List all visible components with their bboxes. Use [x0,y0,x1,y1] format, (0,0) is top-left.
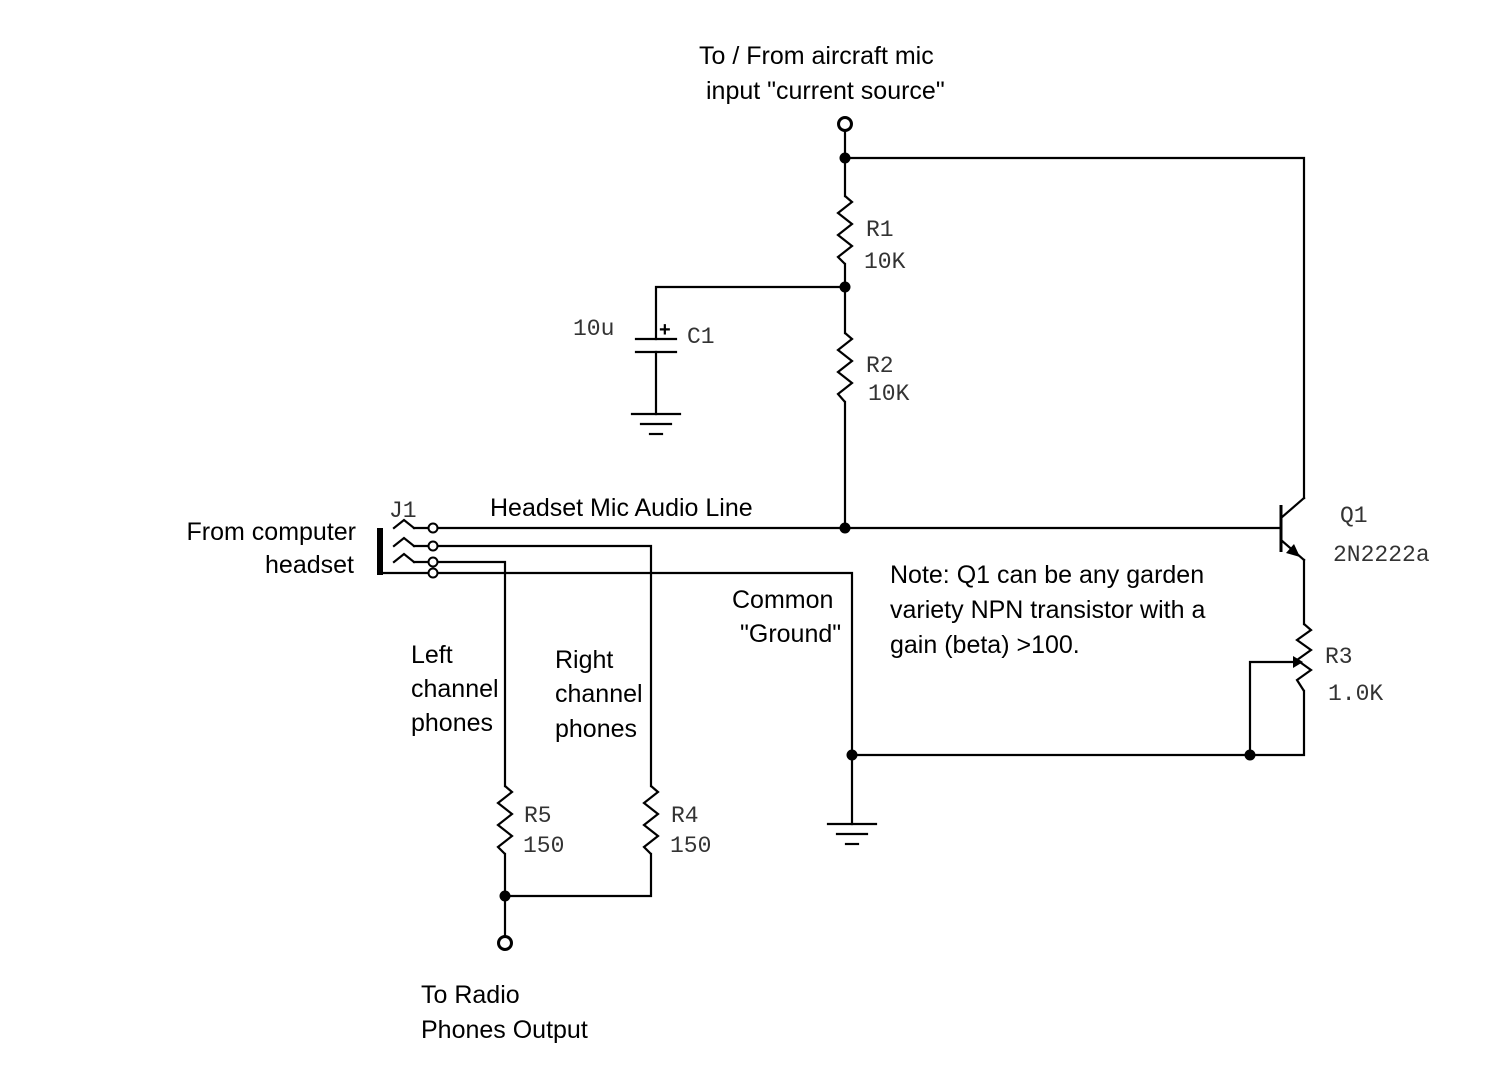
output-label: Phones Output [421,1016,588,1044]
note-text: gain (beta) >100. [890,631,1080,659]
junction-dot [1244,749,1256,761]
wire-left-channel [435,560,507,788]
resistor-r5 [496,785,514,855]
r5-value-label: 150 [523,833,564,859]
wires [435,129,1306,938]
junction-dot [839,281,851,293]
c1-polarity-mark: + [659,319,671,341]
left-channel-label: channel [411,675,499,703]
jack-ring-terminal [427,540,439,552]
r4-ref-label: R4 [671,803,699,829]
c1-ref-label: C1 [687,324,715,350]
radio-phones-output-terminal [497,935,513,951]
jack-ring2-terminal [427,556,439,568]
note-text: variety NPN transistor with a [890,596,1205,624]
r3-wiper-arrow-icon [1293,656,1303,668]
resistor-r1 [836,195,854,265]
capacitor-c1: + [634,319,678,354]
common-ground-label: "Ground" [740,620,841,648]
input-label: input "current source" [706,77,945,105]
junction-dot [839,522,851,534]
input-label: To / From aircraft mic [699,42,934,70]
wire-top-rail [843,156,1306,500]
wire-r3-wiper [1248,660,1299,757]
left-channel-label: Left [411,641,453,669]
right-channel-label: Right [555,646,613,674]
junction-dot [499,890,511,902]
mic-audio-line-label: Headset Mic Audio Line [490,494,753,522]
r2-value-label: 10K [868,381,910,407]
r3-value-label: 1.0K [1328,681,1383,707]
headset-source-label: From computer [187,518,356,546]
note-text: Note: Q1 can be any garden [890,561,1204,589]
wire-node-to-c1 [654,285,847,341]
jack-sleeve-terminal [427,567,439,579]
resistor-r2 [836,332,854,403]
jack-tip-terminal [427,522,439,534]
q1-emitter-arrow-icon [1286,544,1300,557]
jack-j1 [377,518,439,579]
r2-ref-label: R2 [866,353,894,379]
transistor-q1 [1279,496,1306,562]
junction-dot [839,152,851,164]
left-channel-label: phones [411,709,493,737]
q1-ref-label: Q1 [1340,503,1368,529]
right-channel-label: phones [555,715,637,743]
common-ground-label: Common [732,586,833,614]
ground-symbol-common [826,822,878,846]
resistor-r3 [1295,623,1313,692]
headset-source-label: headset [265,551,354,579]
resistor-r4 [642,785,660,855]
r5-ref-label: R5 [524,803,552,829]
r3-ref-label: R3 [1325,644,1353,670]
wire-ground-rail [850,689,1306,757]
right-channel-label: channel [555,680,643,708]
wire-right-channel [435,544,653,788]
r1-value-label: 10K [864,249,906,275]
aircraft-mic-terminal [837,116,853,132]
c1-value-label: 10u [573,316,614,342]
jack-body-icon [377,528,383,575]
ground-symbol-c1 [630,412,682,436]
r4-value-label: 150 [670,833,711,859]
junction-dot [846,749,858,761]
wire-phones-join [503,852,653,898]
wire-common-ground [435,571,854,826]
r1-ref-label: R1 [866,217,894,243]
j1-ref-label: J1 [389,498,417,524]
q1-collector-lead [1279,496,1306,520]
q1-value-label: 2N2222a [1333,542,1430,568]
output-label: To Radio [421,981,520,1009]
